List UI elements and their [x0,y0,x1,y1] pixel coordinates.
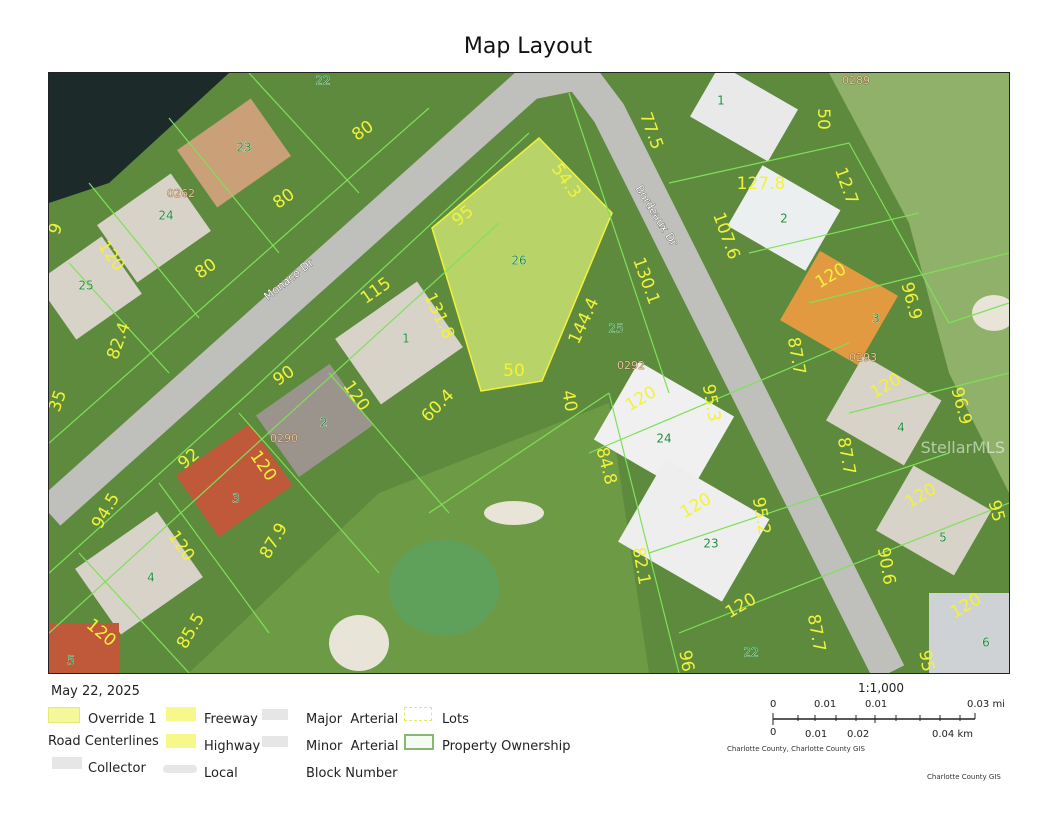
lot-number-label: 4 [897,421,905,435]
scale-mi-tick: 0.03 mi [967,699,1005,710]
legend-swatch-highway [166,734,196,748]
scale-km-tick: 0.01 [805,729,828,740]
legend-label-collector: Collector [88,761,146,776]
lot-number-label: 6 [982,636,990,650]
lot-number-label: 2 [320,416,328,430]
sand-trap [972,295,1009,331]
scale-km-tick: 0 [770,727,777,738]
block-number-label: 0290 [270,432,298,445]
legend-label-override: Override 1 [88,712,157,727]
lot-number-label: 1 [717,94,725,108]
lot-number-label: 5 [939,531,947,545]
legend-swatch-property-ownership [404,734,434,750]
parcel-dimension-label: 50 [503,361,525,381]
lot-number-label: 22 [743,646,758,660]
canal-water [49,73,229,203]
legend-swatch-override [48,707,80,723]
legend-swatch-collector [52,757,82,769]
lot-number-label: 2 [780,212,788,226]
sand-trap [484,501,544,525]
parcel-dimension-label: 50 [813,108,833,130]
legend-swatch-local [163,765,197,773]
scale-mi-tick: 0 [770,699,777,710]
lot-number-label: 3 [232,492,240,506]
legend-label-major: Major [306,712,343,727]
legend-label-block-number: Block Number [306,766,398,781]
lot-number-label: 1 [402,332,410,346]
footer-credit: Charlotte County GIS [927,773,1001,781]
legend-label-road-centerlines: Road Centerlines [48,734,159,749]
parcel-dimension-label: 35 [49,387,71,414]
golf-course [189,403,649,673]
road [49,73,905,673]
houses [49,73,1009,673]
lot-number-label: 24 [158,209,173,223]
legend-swatch-minor-arterial [262,736,288,747]
lot-number-label: 5 [67,654,75,668]
parcel-lines [49,73,1009,673]
parcel-dimension-label: 127.8 [737,174,786,194]
subject-parcel-26[interactable] [431,136,613,392]
legend-label-arterial: Arterial [350,712,399,727]
lot-number-label: 4 [147,571,155,585]
lot-number-label: 25 [608,322,623,336]
lot-number-label: 25 [78,279,93,293]
scale-mi-tick: 0.01 [865,699,888,710]
map-date: May 22, 2025 [51,684,140,699]
lot-number-label: 23 [236,141,251,155]
scale-km-tick: 0.04 km [932,729,973,740]
legend-swatch-freeway [166,707,196,721]
putting-green [389,540,499,636]
block-number-label: 0289 [842,74,870,87]
lot-number-label: 22 [315,74,330,88]
scale-ratio: 1:1,000 [858,681,905,695]
parcel-dimension-label: 96 [674,649,697,673]
legend-label-arterial: Arterial [350,739,399,754]
parcel-dimension-label: 40 [557,389,580,414]
golf-fairway [829,73,1009,493]
legend-label-minor-arterial: Minor Arterial [306,739,399,754]
scale-km-tick: 0.02 [847,729,870,740]
block-number-label: 0292 [617,359,645,372]
lot-number-label: 26 [511,254,526,268]
lot-number-label: 24 [656,432,671,446]
legend-label-minor: Minor [306,739,343,754]
block-number-label: 0262 [167,187,195,200]
scale-mi-tick: 0.01 [814,699,837,710]
block-number-label: 0293 [849,351,877,364]
legend-label-freeway: Freeway [204,712,258,727]
legend-label-property-ownership: Property Ownership [442,739,571,754]
stellar-mls-watermark: StellarMLS [921,438,1005,457]
lot-number-label: 3 [872,312,880,326]
legend-swatch-lots [404,707,432,721]
legend-label-major-arterial: Major Arterial [306,712,399,727]
legend-swatch-major-arterial [262,709,288,720]
sand-trap [329,615,389,671]
legend-label-local: Local [204,766,238,781]
scale-attribution: Charlotte County, Charlotte County GIS [727,745,865,753]
legend-label-lots: Lots [442,712,469,727]
page-title: Map Layout [463,34,593,59]
scale-bar [772,713,976,725]
lot-number-label: 23 [703,537,718,551]
parcel-dimension-label: 95 [914,649,937,673]
legend-label-highway: Highway [204,739,261,754]
